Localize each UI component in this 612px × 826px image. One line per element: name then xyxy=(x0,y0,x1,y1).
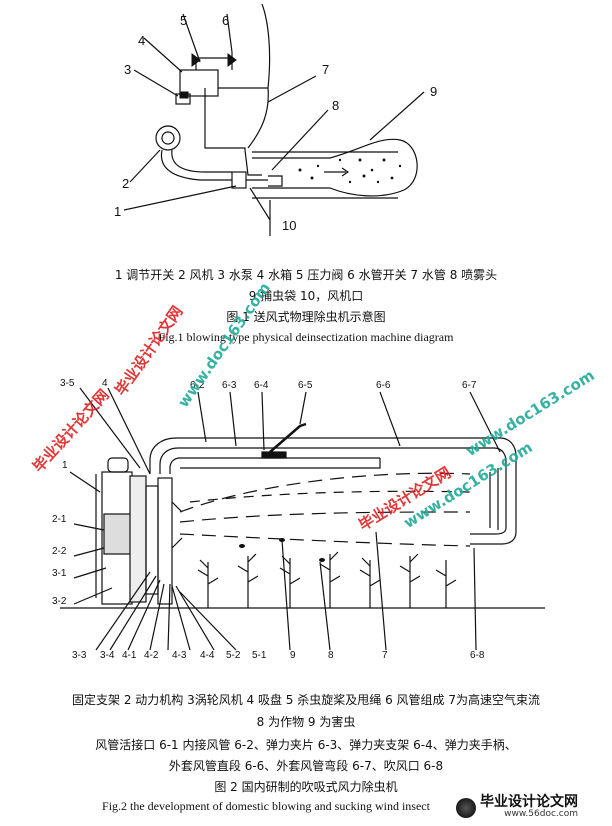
figure-1-caption-en: Fig.1 blowing type physical deinsectizat… xyxy=(158,330,454,344)
figure-1-diagram: 5 6 4 3 7 8 9 2 1 10 xyxy=(114,3,437,236)
callout-4-2: 4-2 xyxy=(144,650,159,661)
callout-2-1: 2-1 xyxy=(52,514,67,525)
water-tank xyxy=(179,69,219,97)
callout-3-4: 3-4 xyxy=(100,650,115,661)
callout-5-1: 5-1 xyxy=(252,650,267,661)
callout-6-2: 6-2 xyxy=(190,380,205,391)
callout-3-1: 3-1 xyxy=(52,568,67,579)
figure-2-diagram: 3-5 4 6-2 6-3 6-4 6-5 6-6 6-7 1 2-1 2-2 … xyxy=(52,378,545,661)
trap-bag xyxy=(252,138,418,197)
logo-title: 毕业设计论文网 xyxy=(480,794,578,810)
callout-9: 9 xyxy=(430,84,437,99)
crops xyxy=(197,551,457,608)
callout-7: 7 xyxy=(322,62,329,77)
outer-duct xyxy=(149,437,517,545)
callout-6-5: 6-5 xyxy=(298,380,313,391)
figure-2-caption: 图 2 国内研制的吹吸式风力除虫机 xyxy=(214,780,398,794)
callout-4-4: 4-4 xyxy=(200,650,215,661)
callout-4-1: 4-1 xyxy=(122,650,137,661)
figure-1-caption: 图 1 送风式物理除虫机示意图 xyxy=(226,310,386,324)
callout-6-4: 6-4 xyxy=(254,380,269,391)
figure-2-legend-line-1: 固定支架 2 动力机构 3涡轮风机 4 吸盘 5 杀虫旋桨及甩绳 6 风管组成 … xyxy=(72,693,540,707)
figure-2-legend-line-4: 外套风管直段 6-6、外套风管弯段 6-7、吹风口 6-8 xyxy=(168,759,444,773)
callout-1: 1 xyxy=(62,460,68,471)
callout-4: 4 xyxy=(138,33,145,48)
callout-5-2: 5-2 xyxy=(226,650,241,661)
callout-3: 3 xyxy=(124,62,131,77)
callout-4-top: 4 xyxy=(102,378,108,389)
figure-2-legend-line-2: 8 为作物 9 为害虫 xyxy=(256,715,356,729)
pests xyxy=(239,538,325,562)
callout-10: 10 xyxy=(282,218,296,233)
figure-2-caption-en: Fig.2 the development of domestic blowin… xyxy=(102,799,430,813)
logo-icon xyxy=(456,798,476,818)
callout-6-8: 6-8 xyxy=(470,650,485,661)
valve-switch-icon xyxy=(227,53,237,67)
callout-2: 2 xyxy=(122,176,129,191)
callout-1: 1 xyxy=(114,204,121,219)
figure-1-legend-line-1: 1 调节开关 2 风机 3 水泵 4 水箱 5 压力阀 6 水管开关 7 水管 … xyxy=(114,268,498,282)
insects xyxy=(298,158,402,184)
callout-8: 8 xyxy=(332,98,339,113)
callout-7: 7 xyxy=(382,650,388,661)
callout-6: 6 xyxy=(222,13,229,28)
site-logo: 毕业设计论文网 www.56doc.com xyxy=(456,795,578,821)
callout-5: 5 xyxy=(180,13,187,28)
callout-3-3: 3-3 xyxy=(72,650,87,661)
callout-3-2: 3-2 xyxy=(52,596,67,607)
figure-2-legend-line-3: 风管活接口 6-1 内接风管 6-2、弹力夹片 6-3、弹力夹支架 6-4、弹力… xyxy=(95,738,517,752)
callout-6-6: 6-6 xyxy=(376,380,391,391)
figure-1-legend-line-2: 9 捕虫袋 10，风机口 xyxy=(248,289,364,303)
callout-6-3: 6-3 xyxy=(222,380,237,391)
callout-6-7: 6-7 xyxy=(462,380,477,391)
callout-2-2: 2-2 xyxy=(52,546,67,557)
pump-icon xyxy=(179,91,189,99)
callout-4-3: 4-3 xyxy=(172,650,187,661)
callout-3-5: 3-5 xyxy=(60,378,75,389)
fan xyxy=(155,125,181,151)
pressure-valve-icon xyxy=(191,53,201,67)
callout-8: 8 xyxy=(328,650,334,661)
logo-url: www.56doc.com xyxy=(504,809,578,819)
callout-9: 9 xyxy=(290,650,296,661)
